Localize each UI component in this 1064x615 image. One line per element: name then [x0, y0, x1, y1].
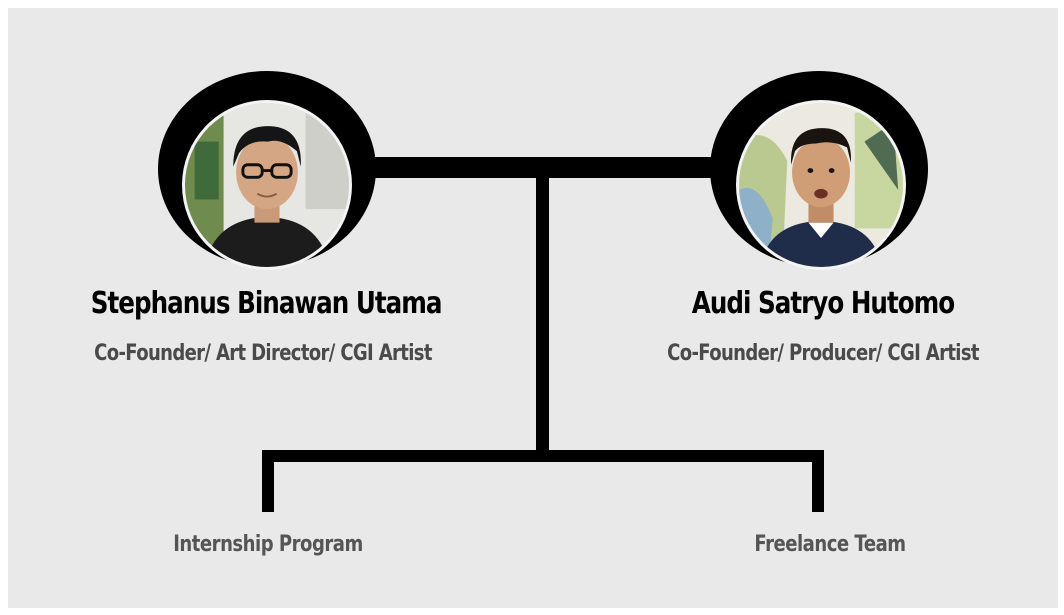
person-photo-icon	[185, 103, 349, 267]
trunk-connector-line	[536, 178, 549, 460]
founder-1-avatar	[182, 100, 352, 270]
founder-2-name: Audi Satryo Hutomo	[691, 286, 955, 321]
person-photo-icon	[739, 103, 903, 267]
left-branch-drop-line	[262, 450, 274, 512]
branch-connector-line	[262, 450, 824, 462]
founder-1-role: Co-Founder/ Art Director/ CGI Artist	[94, 341, 432, 366]
founders-connector-line	[368, 157, 728, 178]
founder-2-role: Co-Founder/ Producer/ CGI Artist	[667, 341, 979, 366]
org-chart-canvas: Stephanus Binawan Utama Co-Founder/ Art …	[8, 8, 1058, 608]
right-branch-drop-line	[812, 450, 824, 512]
branch-label-internship: Internship Program	[173, 532, 363, 557]
branch-label-freelance: Freelance Team	[754, 532, 906, 557]
founder-2-avatar	[736, 100, 906, 270]
founder-1-name: Stephanus Binawan Utama	[90, 286, 443, 321]
